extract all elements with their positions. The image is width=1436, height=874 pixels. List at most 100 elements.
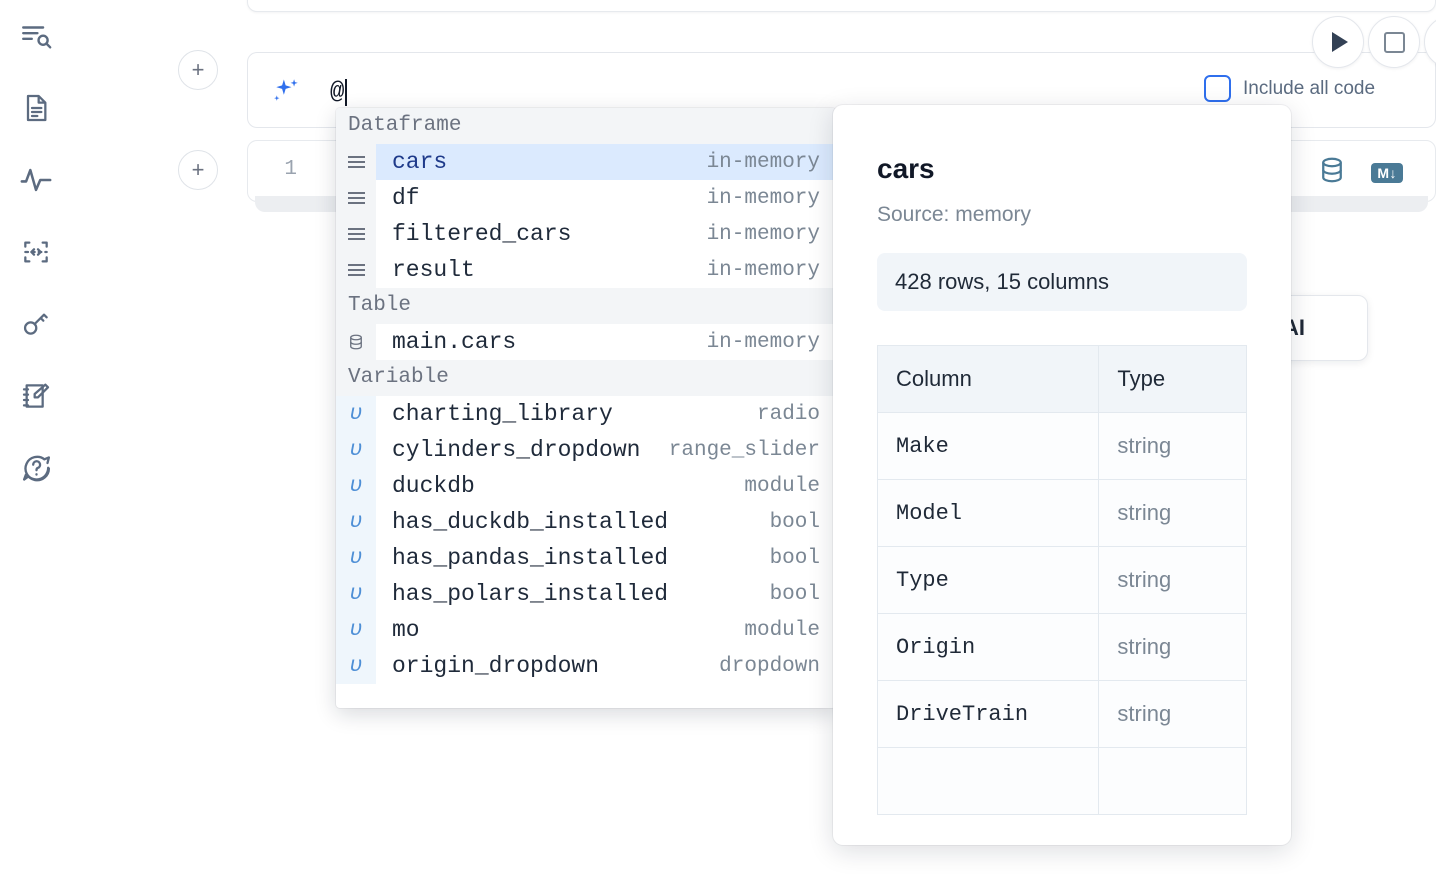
include-all-code-label: Include all code (1243, 77, 1376, 99)
line-number: 1 (284, 158, 297, 181)
doc-column-type: string (1098, 613, 1247, 681)
activity-icon[interactable] (14, 158, 58, 202)
autocomplete-item[interactable]: υ cylinders_dropdown range_slider (336, 432, 836, 468)
include-all-code-checkbox[interactable] (1204, 75, 1231, 102)
autocomplete-group-header: Dataframe (336, 108, 836, 144)
file-icon[interactable] (14, 86, 58, 130)
autocomplete-item-name: cylinders_dropdown (392, 437, 641, 463)
autocomplete-item-type: in-memory (706, 258, 820, 282)
scratchpad-icon[interactable] (14, 374, 58, 418)
autocomplete-item-type: in-memory (706, 150, 820, 174)
dataframe-icon (336, 180, 376, 216)
doc-table-header-cell: Type (1098, 345, 1247, 413)
doc-column-name: Origin (876, 613, 1100, 681)
secrets-icon[interactable] (14, 302, 58, 346)
autocomplete-item-type: radio (756, 402, 820, 426)
sidebar-rail (0, 0, 72, 874)
doc-table-header-cell: Column (876, 345, 1100, 413)
variable-icon: υ (336, 504, 376, 540)
doc-column-name: Make (876, 412, 1100, 480)
add-cell-button-bottom[interactable]: + (178, 150, 218, 190)
documentation-panel: cars Source: memory 428 rows, 15 columns… (833, 105, 1291, 845)
autocomplete-item-name: has_duckdb_installed (392, 509, 669, 535)
cell-toolbar: M↓ (1317, 155, 1403, 190)
doc-column-name: Model (876, 479, 1100, 547)
explore-icon[interactable] (14, 14, 58, 58)
autocomplete-item-type: in-memory (706, 222, 820, 246)
snippets-icon[interactable] (14, 230, 58, 274)
variable-icon: υ (336, 540, 376, 576)
autocomplete-item-name: has_pandas_installed (392, 545, 669, 571)
include-all-code-row[interactable]: Include all code (1204, 75, 1375, 102)
doc-column-type (1098, 747, 1247, 815)
ai-prompt-value: @ (330, 78, 345, 106)
autocomplete-item-type: module (744, 474, 820, 498)
stop-icon (1383, 31, 1405, 53)
variable-icon: υ (336, 432, 376, 468)
autocomplete-group-header: Table (336, 288, 836, 324)
autocomplete-item-name: origin_dropdown (392, 653, 600, 679)
doc-shape-badge: 428 rows, 15 columns (877, 253, 1247, 311)
variable-icon: υ (336, 576, 376, 612)
autocomplete-item[interactable]: υ origin_dropdown dropdown (336, 648, 836, 684)
doc-column-name: Type (876, 546, 1100, 614)
autocomplete-item-name: mo (392, 617, 420, 643)
autocomplete-item-type: bool (769, 582, 820, 606)
doc-column-type: string (1098, 479, 1247, 547)
autocomplete-item-type: module (744, 618, 820, 642)
doc-column-name: DriveTrain (876, 680, 1100, 748)
help-icon[interactable] (14, 446, 58, 490)
autocomplete-item[interactable]: υ has_pandas_installed bool (336, 540, 836, 576)
dataframe-icon (336, 252, 376, 288)
autocomplete-item[interactable]: df in-memory (336, 180, 836, 216)
autocomplete-item-name: has_polars_installed (392, 581, 669, 607)
autocomplete-item[interactable]: υ has_polars_installed bool (336, 576, 836, 612)
stop-button[interactable] (1368, 16, 1420, 68)
autocomplete-item-type: range_slider (668, 438, 820, 462)
text-caret (345, 78, 348, 106)
autocomplete-item[interactable]: υ has_duckdb_installed bool (336, 504, 836, 540)
add-cell-button-top[interactable]: + (178, 50, 218, 90)
autocomplete-item-name: df (392, 185, 420, 211)
play-icon (1332, 32, 1348, 52)
ai-prompt-input[interactable]: @ (330, 73, 1090, 111)
autocomplete-item-name: charting_library (392, 401, 613, 427)
autocomplete-item-type: bool (769, 546, 820, 570)
database-icon[interactable] (1317, 155, 1347, 190)
markdown-badge[interactable]: M↓ (1371, 162, 1403, 183)
sparkle-icon (268, 75, 302, 109)
variable-icon: υ (336, 612, 376, 648)
doc-column-type: string (1098, 412, 1247, 480)
cell-above (247, 0, 1436, 12)
doc-column-name (876, 747, 1100, 815)
variable-icon: υ (336, 396, 376, 432)
variable-icon: υ (336, 468, 376, 504)
doc-table-row (876, 747, 1247, 815)
autocomplete-item-name: duckdb (392, 473, 475, 499)
autocomplete-item[interactable]: υ charting_library radio (336, 396, 836, 432)
autocomplete-item-type: bool (769, 510, 820, 534)
autocomplete-item-type: dropdown (719, 654, 820, 678)
autocomplete-item-type: in-memory (706, 186, 820, 210)
autocomplete-group-header: Variable (336, 360, 836, 396)
autocomplete-item-type: in-memory (706, 330, 820, 354)
doc-title: cars (877, 153, 935, 184)
run-button[interactable] (1312, 16, 1364, 68)
doc-column-type: string (1098, 680, 1247, 748)
variable-icon: υ (336, 648, 376, 684)
